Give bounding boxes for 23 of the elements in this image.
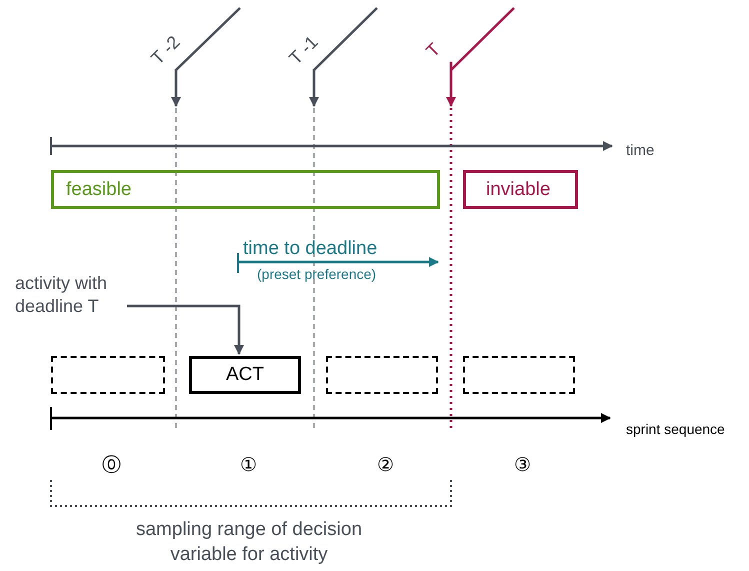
marker-label: T -1 xyxy=(285,32,322,70)
status-box: inviable xyxy=(463,170,578,209)
sprint-number: ① xyxy=(240,455,257,477)
pointer-arrow xyxy=(171,69,181,107)
empty-slot-box xyxy=(51,356,165,394)
measure-note: (preset preference) xyxy=(257,266,376,282)
marker-label: T xyxy=(422,39,445,62)
arrow xyxy=(127,304,244,355)
status-box: feasible xyxy=(51,170,440,209)
range-caption: sampling range of decision variable for activity xyxy=(134,518,364,567)
pointer-arrow xyxy=(446,62,456,107)
annotation-text: activity with deadline T xyxy=(15,272,127,319)
activity-box: ACT xyxy=(189,356,301,394)
axis-label: sprint sequence xyxy=(626,421,725,438)
marker-label: T -2 xyxy=(147,32,184,70)
pointer-arrow xyxy=(309,69,319,107)
measure-label: time to deadline xyxy=(243,238,378,260)
axis-label: time xyxy=(626,142,654,160)
sprint-number: ② xyxy=(377,455,394,477)
empty-slot-box xyxy=(463,356,575,394)
empty-slot-box xyxy=(326,356,438,394)
sprint-number: ③ xyxy=(514,455,531,477)
sprint-number: ⓪ xyxy=(102,455,121,477)
